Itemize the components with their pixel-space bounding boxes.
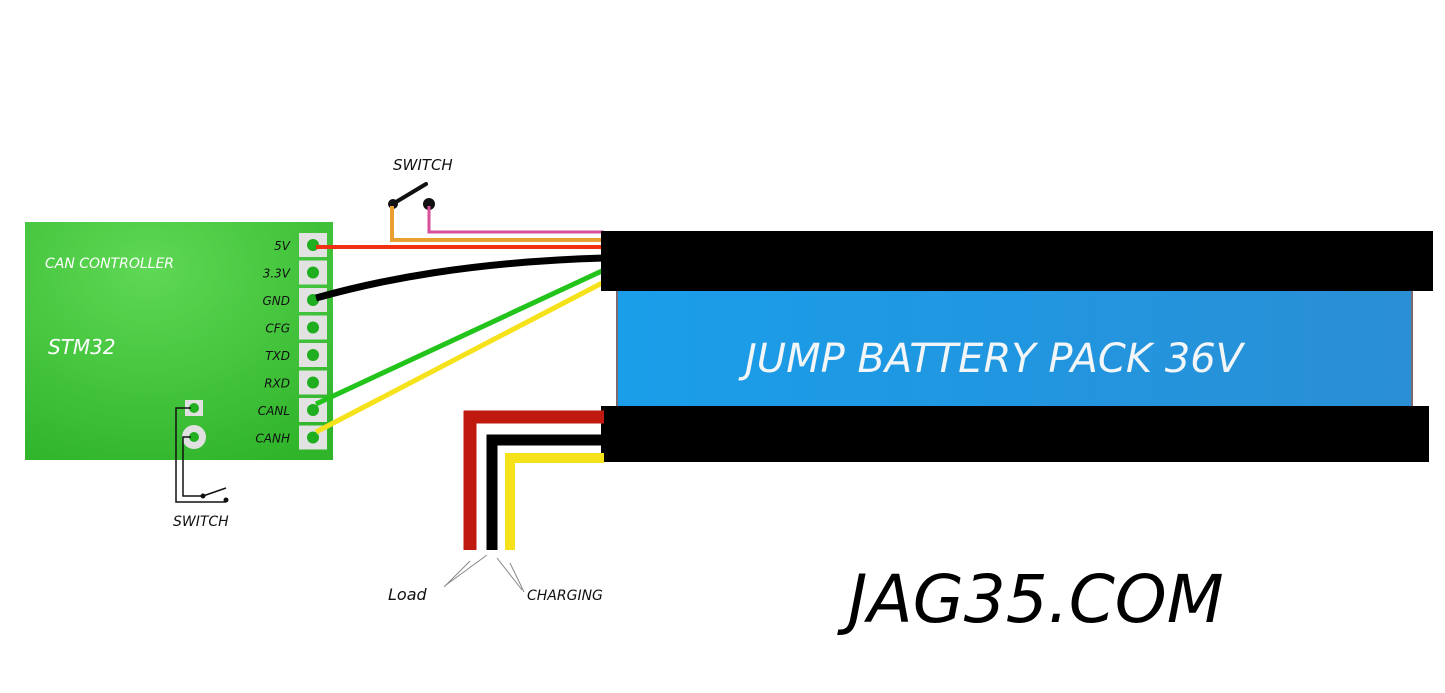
charging-label: CHARGING <box>527 588 603 604</box>
pin-33v: 3.3V <box>263 260 327 285</box>
pin-label: GND <box>262 294 290 308</box>
board-body <box>25 222 333 460</box>
pin-label: CANL <box>258 404 290 418</box>
can-controller-board: CAN CONTROLLER STM32 5V 3.3V GND CFG TXD RXD C… <box>25 222 333 460</box>
battery-body <box>616 289 1413 411</box>
pin-header: 5V 3.3V GND CFG TXD RXD CANL CANH <box>255 233 327 450</box>
pin-dot <box>307 349 319 361</box>
battery-bottom-cap <box>601 406 1429 462</box>
board-title: CAN CONTROLLER <box>45 256 174 272</box>
pin-dot <box>307 376 319 389</box>
pin-rxd: RXD <box>264 370 327 395</box>
top-switch: SWITCH <box>388 156 604 242</box>
board-switch: SWITCH <box>173 407 229 530</box>
pin-label: CFG <box>265 322 290 336</box>
top-switch-label: SWITCH <box>393 156 453 174</box>
chip-label: STM32 <box>48 335 116 359</box>
battery-top-cap <box>601 231 1433 291</box>
pin-dot <box>307 431 319 444</box>
wire-common-black <box>486 434 604 550</box>
wire-gnd <box>315 254 605 302</box>
can-wires <box>314 245 606 435</box>
wire-load-red <box>463 410 604 550</box>
load-label: Load <box>388 585 428 604</box>
pad-dot <box>189 403 199 413</box>
pin-dot <box>307 321 319 334</box>
pin-label: 3.3V <box>263 267 291 281</box>
switch-wire-orange <box>390 206 604 242</box>
pin-label: 5V <box>274 239 291 253</box>
pin-dot <box>307 266 319 279</box>
pin-cfg: CFG <box>265 315 327 340</box>
battery-pack: JUMP BATTERY PACK 36V <box>601 231 1433 462</box>
wire-charging-yellow <box>505 453 604 550</box>
site-watermark: JAG35.COM <box>837 561 1224 638</box>
pin-label: TXD <box>265 349 290 363</box>
output-wires: Load CHARGING <box>388 410 604 604</box>
pin-dot <box>307 404 319 416</box>
battery-label: JUMP BATTERY PACK 36V <box>738 336 1246 382</box>
pin-txd: TXD <box>265 343 327 367</box>
pad-dot <box>189 432 199 442</box>
wire-canh <box>314 279 606 435</box>
pin-label: CANH <box>255 432 290 446</box>
wire-canl <box>314 267 606 407</box>
pin-gnd: GND <box>262 288 327 312</box>
pin-label: RXD <box>264 377 290 391</box>
switch-wire-pink <box>427 206 604 234</box>
board-switch-label: SWITCH <box>173 514 229 530</box>
